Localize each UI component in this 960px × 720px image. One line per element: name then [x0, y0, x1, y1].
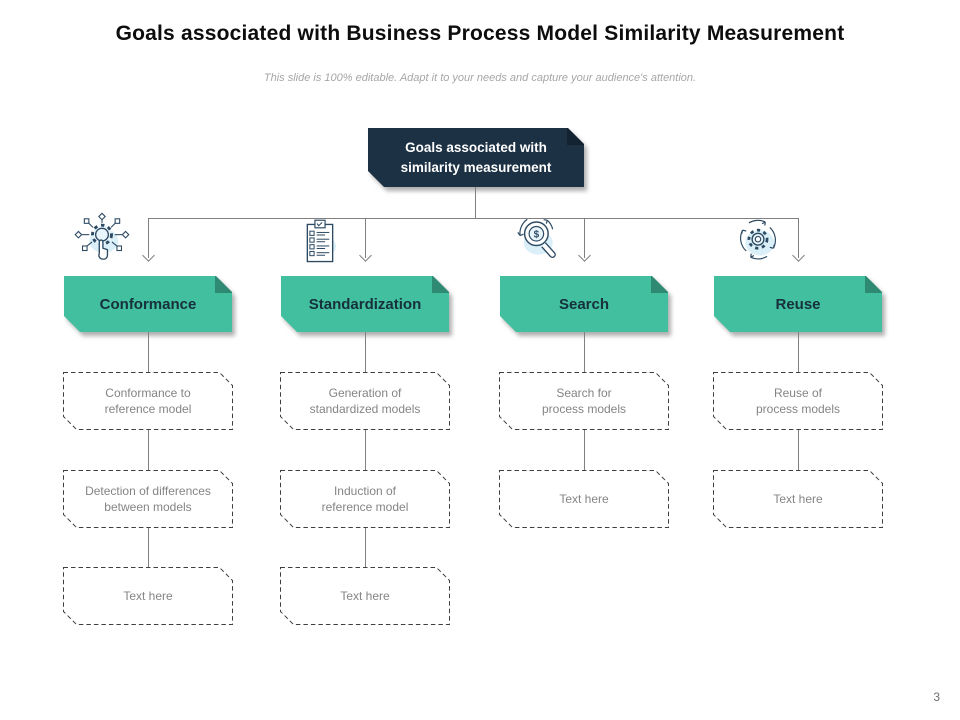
item-box[interactable]: Text here [280, 567, 450, 625]
slide-title: Goals associated with Business Process M… [115, 22, 845, 45]
connector-line [584, 332, 585, 372]
connector-line [365, 528, 366, 567]
arrowhead-down-icon [359, 249, 372, 262]
item-text: Text here [559, 491, 609, 506]
connector-line [798, 430, 799, 470]
item-text: Conformance to reference model [104, 385, 192, 416]
connector-line [148, 528, 149, 567]
category-box-reuse[interactable]: Reuse [714, 276, 882, 332]
connector-line [798, 332, 799, 372]
connector-arrow-1 [148, 218, 149, 258]
item-box[interactable]: Text here [499, 470, 669, 528]
category-label: Conformance [99, 295, 197, 313]
item-text: Reuse of process models [755, 385, 841, 416]
item-box[interactable]: Detection of differences between models [63, 470, 233, 528]
item-text: Text here [340, 588, 390, 603]
corner-fold [215, 276, 232, 293]
root-node-box[interactable]: Goals associated with similarity measure… [368, 128, 584, 187]
root-node-label: Goals associated with similarity measure… [400, 139, 552, 175]
connector-arrow-4 [798, 218, 799, 258]
category-box-conformance[interactable]: Conformance [64, 276, 232, 332]
item-box[interactable]: Generation of standardized models [280, 372, 450, 430]
corner-fold [865, 276, 882, 293]
connector-arrow-3 [584, 218, 585, 258]
category-box-search[interactable]: Search [500, 276, 668, 332]
item-text: Text here [773, 491, 823, 506]
checklist-icon[interactable] [293, 216, 347, 270]
item-box[interactable]: Conformance to reference model [63, 372, 233, 430]
item-text: Text here [123, 588, 173, 603]
svg-text:$: $ [534, 229, 540, 240]
category-box-standardization[interactable]: Standardization [281, 276, 449, 332]
arrowhead-down-icon [142, 249, 155, 262]
category-label: Reuse [775, 295, 821, 313]
arrowhead-down-icon [792, 249, 805, 262]
connector-crossbar [148, 218, 798, 219]
item-box[interactable]: Induction of reference model [280, 470, 450, 528]
slide-subtitle: This slide is 100% editable. Adapt it to… [263, 72, 697, 84]
item-box[interactable]: Text here [63, 567, 233, 625]
connector-line [584, 430, 585, 470]
item-box[interactable]: Text here [713, 470, 883, 528]
item-text: Search for process models [541, 385, 627, 416]
category-label: Search [558, 295, 610, 313]
connector-line [365, 430, 366, 470]
automation-gear-icon[interactable] [73, 212, 131, 270]
item-text: Detection of differences between models [85, 483, 211, 514]
corner-fold [432, 276, 449, 293]
corner-fold [567, 128, 584, 145]
connector-arrow-2 [365, 218, 366, 258]
connector-line [365, 332, 366, 372]
item-text: Generation of standardized models [309, 385, 421, 416]
item-box[interactable]: Reuse of process models [713, 372, 883, 430]
connector-root-stem [475, 187, 476, 218]
reuse-gear-icon[interactable] [729, 212, 787, 270]
connector-line [148, 332, 149, 372]
connector-line [148, 430, 149, 470]
page-number: 3 [933, 690, 940, 704]
item-text: Induction of reference model [321, 483, 409, 514]
item-box[interactable]: Search for process models [499, 372, 669, 430]
arrowhead-down-icon [578, 249, 591, 262]
search-currency-icon[interactable]: $ [511, 212, 569, 270]
category-label: Standardization [308, 295, 422, 313]
corner-fold [651, 276, 668, 293]
